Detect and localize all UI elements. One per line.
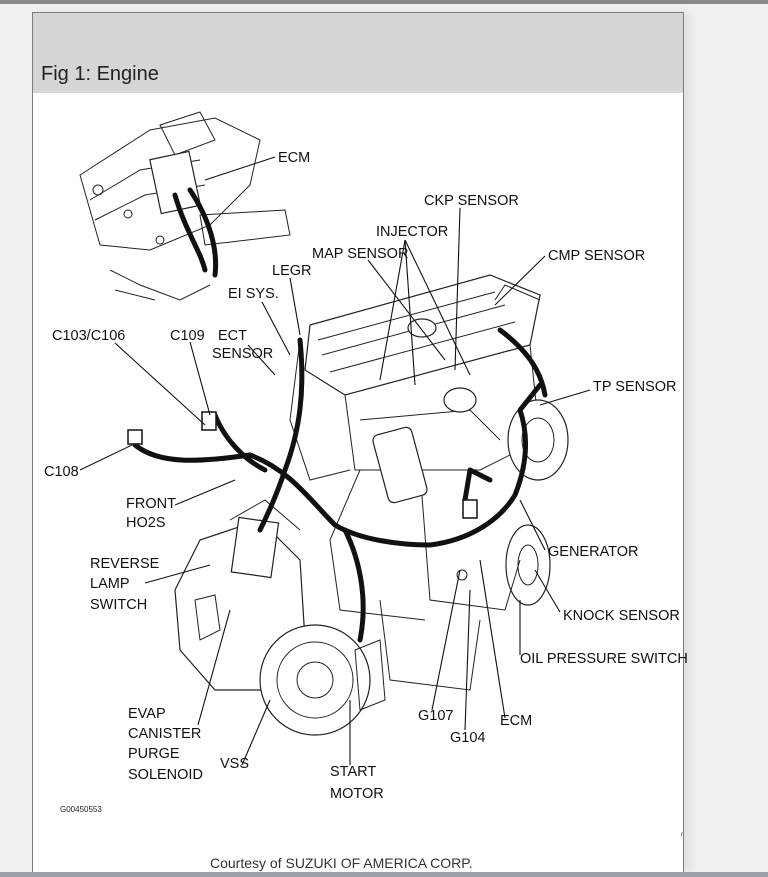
component-labels: ECM CKP SENSOR INJECTOR MAP SENSOR CMP S… <box>44 150 688 814</box>
label-ecm-bottom: ECM <box>500 713 532 729</box>
label-reverse-line1: REVERSE <box>90 556 160 572</box>
label-reverse-line2: LAMP <box>90 576 130 592</box>
label-evap-line2: CANISTER <box>128 726 201 742</box>
wiring-harness <box>127 187 548 643</box>
engine-block-drawing <box>289 274 569 691</box>
label-cmp-sensor: CMP SENSOR <box>548 248 645 264</box>
ecm-bracket-drawing <box>79 111 291 301</box>
side-mark: r <box>681 832 683 838</box>
label-ect-line1: ECT <box>218 328 247 344</box>
label-oil-pressure-switch: OIL PRESSURE SWITCH <box>520 651 688 667</box>
label-evap-line1: EVAP <box>128 706 166 722</box>
label-evap-line4: SOLENOID <box>128 767 203 783</box>
figure-title: Fig 1: Engine <box>41 63 159 85</box>
leader-lines <box>79 156 591 766</box>
window-top-edge <box>0 0 768 4</box>
label-c108: C108 <box>44 464 79 480</box>
label-g104: G104 <box>450 730 485 746</box>
label-reverse-line3: SWITCH <box>90 597 147 613</box>
label-ckp-sensor: CKP SENSOR <box>424 193 519 209</box>
label-generator: GENERATOR <box>548 544 639 560</box>
label-map-sensor: MAP SENSOR <box>312 246 408 262</box>
label-legr: LEGR <box>272 263 312 279</box>
label-start-line2: MOTOR <box>330 786 384 802</box>
label-front-line1: FRONT <box>126 496 176 512</box>
transaxle-drawing <box>174 499 386 736</box>
label-ect-line2: SENSOR <box>212 346 273 362</box>
label-evap-line3: PURGE <box>128 746 180 762</box>
label-vss: VSS <box>220 756 249 772</box>
figure-header: Fig 1: Engine <box>33 13 683 93</box>
label-c103-c106: C103/C106 <box>52 328 125 344</box>
label-ecm-top: ECM <box>278 150 310 166</box>
figure-code: G00450553 <box>60 805 102 814</box>
window-bottom-edge <box>0 872 768 877</box>
label-injector: INJECTOR <box>376 224 448 240</box>
label-g107: G107 <box>418 708 453 724</box>
label-c109: C109 <box>170 328 205 344</box>
label-start-line1: START <box>330 764 376 780</box>
label-front-line2: HO2S <box>126 515 166 531</box>
label-ei-sys: EI SYS. <box>228 286 279 302</box>
label-knock-sensor: KNOCK SENSOR <box>563 608 680 624</box>
label-tp-sensor: TP SENSOR <box>593 379 677 395</box>
courtesy-line: Courtesy of SUZUKI OF AMERICA CORP. <box>210 855 473 871</box>
